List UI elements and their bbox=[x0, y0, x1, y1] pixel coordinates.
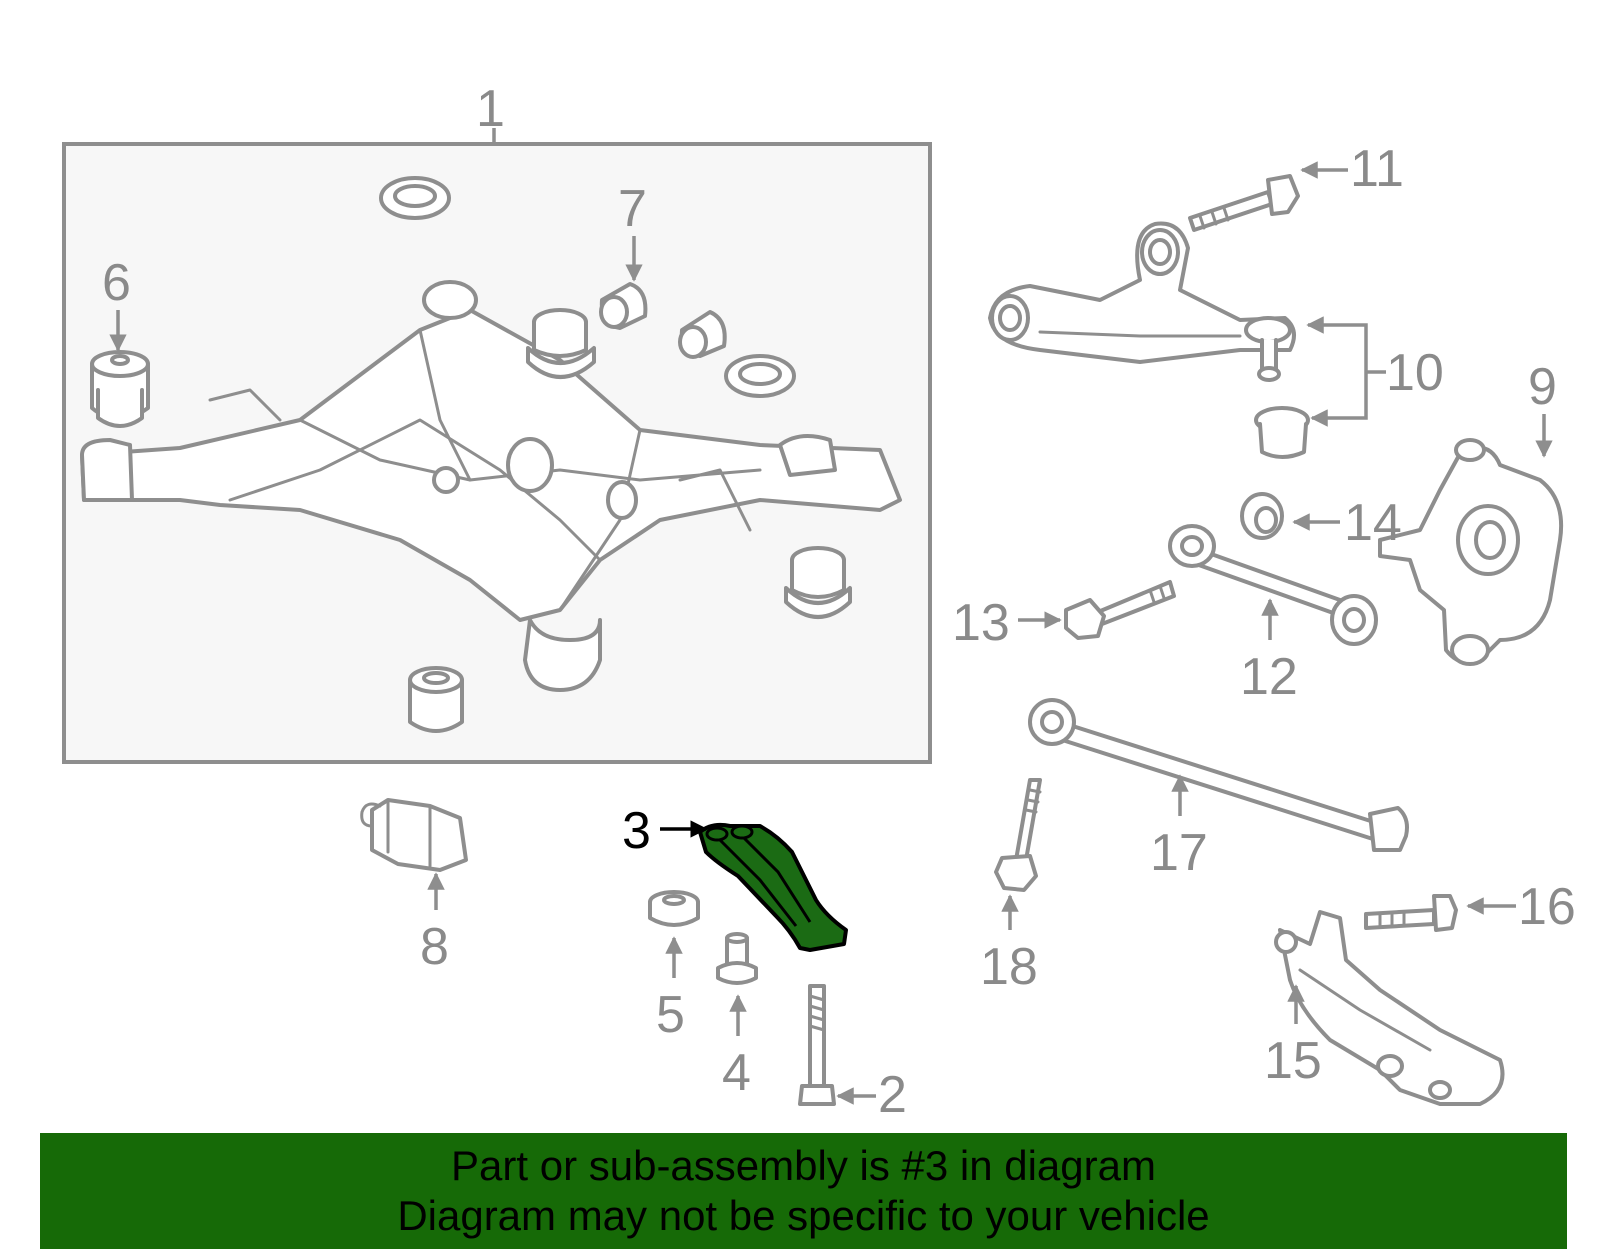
subframe-bushing-part-6 bbox=[90, 350, 150, 428]
info-banner: Part or sub-assembly is #3 in diagram Di… bbox=[40, 1133, 1567, 1249]
callout-5: 5 bbox=[656, 986, 685, 1044]
subframe-crossmember bbox=[80, 280, 902, 692]
lateral-link-part-17 bbox=[1028, 698, 1409, 852]
bushing-part-7 bbox=[599, 282, 648, 330]
callout-13: 13 bbox=[952, 594, 1010, 652]
callout-10-bracket bbox=[1306, 316, 1386, 427]
callout-4: 4 bbox=[722, 1044, 751, 1102]
bolt-part-4 bbox=[716, 932, 758, 1036]
subframe-bushing-lower-left bbox=[408, 666, 464, 733]
subframe-bushing-lower-right bbox=[784, 546, 852, 619]
knuckle-part-9 bbox=[1378, 414, 1564, 666]
upper-mount-washer-right bbox=[724, 354, 796, 398]
bushing-part-14 bbox=[1240, 492, 1340, 540]
callout-14: 14 bbox=[1344, 494, 1402, 552]
upper-control-arm bbox=[988, 221, 1296, 382]
banner-line-disclaimer: Diagram may not be specific to your vehi… bbox=[397, 1192, 1210, 1239]
bolt-part-18 bbox=[994, 778, 1042, 930]
callout-8: 8 bbox=[420, 918, 449, 976]
callout-1: 1 bbox=[476, 80, 505, 138]
callout-18: 18 bbox=[980, 938, 1038, 996]
callout-16: 16 bbox=[1518, 878, 1576, 936]
callout-10: 10 bbox=[1386, 344, 1444, 402]
highlighted-part-3 bbox=[660, 820, 848, 952]
callout-labels: 1 2 3 4 5 6 7 8 9 10 11 12 13 14 15 16 1… bbox=[102, 80, 1576, 1124]
callout-12: 12 bbox=[1240, 648, 1298, 706]
banner-line-part: Part or sub-assembly is #3 in diagram bbox=[451, 1142, 1156, 1189]
bolt-part-13 bbox=[1018, 580, 1176, 640]
callout-17: 17 bbox=[1150, 824, 1208, 882]
washer-part-5 bbox=[648, 890, 700, 978]
callout-6: 6 bbox=[102, 254, 131, 312]
upper-mount-washer-left bbox=[379, 176, 451, 220]
bushing-small-right bbox=[678, 310, 727, 359]
bolt-part-11 bbox=[1188, 161, 1348, 232]
subframe-bushing-upper bbox=[526, 308, 596, 379]
callout-3: 3 bbox=[622, 802, 651, 860]
callout-11: 11 bbox=[1350, 140, 1404, 198]
callout-7: 7 bbox=[618, 180, 647, 238]
subframe-assembly-group bbox=[62, 128, 932, 764]
bracket-part-8 bbox=[360, 798, 468, 910]
toe-link-part-12 bbox=[1168, 524, 1378, 646]
callout-15: 15 bbox=[1264, 1032, 1322, 1090]
callout-9: 9 bbox=[1528, 358, 1557, 416]
callout-2: 2 bbox=[878, 1066, 907, 1124]
bolt-part-2 bbox=[798, 984, 876, 1106]
trailing-arm-part-15 bbox=[1274, 910, 1505, 1106]
bolt-part-16 bbox=[1364, 894, 1516, 932]
bushing-part-10 bbox=[1254, 406, 1310, 459]
